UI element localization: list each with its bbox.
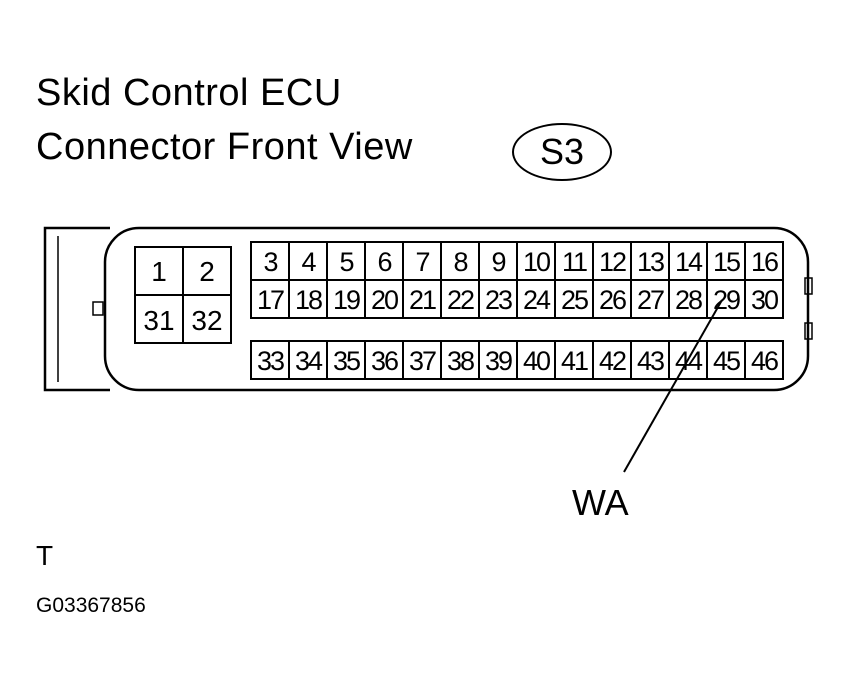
diagram-title-line2: Connector Front View [36,126,413,168]
pin-label: 23 [485,285,512,315]
pin-label: 5 [339,247,353,277]
pin-label: 9 [491,247,505,277]
pin-label: 40 [523,346,550,376]
pin-label: 13 [637,247,664,277]
pin-label: 34 [295,346,323,376]
pin-label: 32 [191,305,222,336]
pin-label: 28 [675,285,702,315]
power-pin-block [134,246,232,344]
pin-label: 10 [523,247,550,277]
pin-label: 4 [301,247,316,277]
pin-label: 6 [377,247,391,277]
pin-label: 24 [523,285,551,315]
key-tab-upper [804,277,813,295]
pin-label: 21 [409,285,436,315]
pin-label: 20 [371,285,398,315]
key-tab-lower [804,322,813,340]
pin-label: 41 [561,346,588,376]
pin-label: 7 [415,247,429,277]
pin-label: 1 [151,256,167,287]
pin-label: 22 [447,285,474,315]
pin-label: 36 [371,346,398,376]
pin-label: 45 [713,346,740,376]
pin-label: 29 [713,285,740,315]
pin-label: 31 [143,305,174,336]
callout-label: WA [572,482,629,523]
pin-label: 39 [485,346,512,376]
connector-id-badge: S3 [512,123,612,181]
pin-label: 46 [751,346,778,376]
pin-label: 16 [751,247,778,277]
pin-label: 43 [637,346,664,376]
pin-label: 8 [453,247,467,277]
pin-label: 44 [675,346,703,376]
pin-label: 12 [599,247,626,277]
connector-latch [43,226,110,392]
connector-body [103,226,810,392]
latch-tab [92,301,104,316]
pin-label: 33 [257,346,284,376]
pin-label: 26 [599,285,626,315]
callout-leader [623,299,723,473]
pin-label: 15 [713,247,740,277]
pin-label: 17 [257,285,284,315]
footer-code: T [36,540,54,571]
pin-label: 3 [263,247,277,277]
pin-label: 27 [637,285,664,315]
pin-label: 25 [561,285,588,315]
pin-label: 18 [295,285,322,315]
figure-id: G03367856 [36,594,146,617]
pin-label: 19 [333,285,360,315]
pin-label: 30 [751,285,778,315]
pin-label: 37 [409,346,436,376]
pin-label: 11 [562,247,587,277]
pin-label: 2 [199,256,215,287]
pin-label: 35 [333,346,360,376]
pin-label: 38 [447,346,474,376]
diagram-title-line1: Skid Control ECU [36,72,342,114]
connector-id: S3 [539,131,585,172]
pin-label: 42 [599,346,626,376]
signal-pin-grid [250,241,784,380]
pin-label: 14 [675,247,703,277]
